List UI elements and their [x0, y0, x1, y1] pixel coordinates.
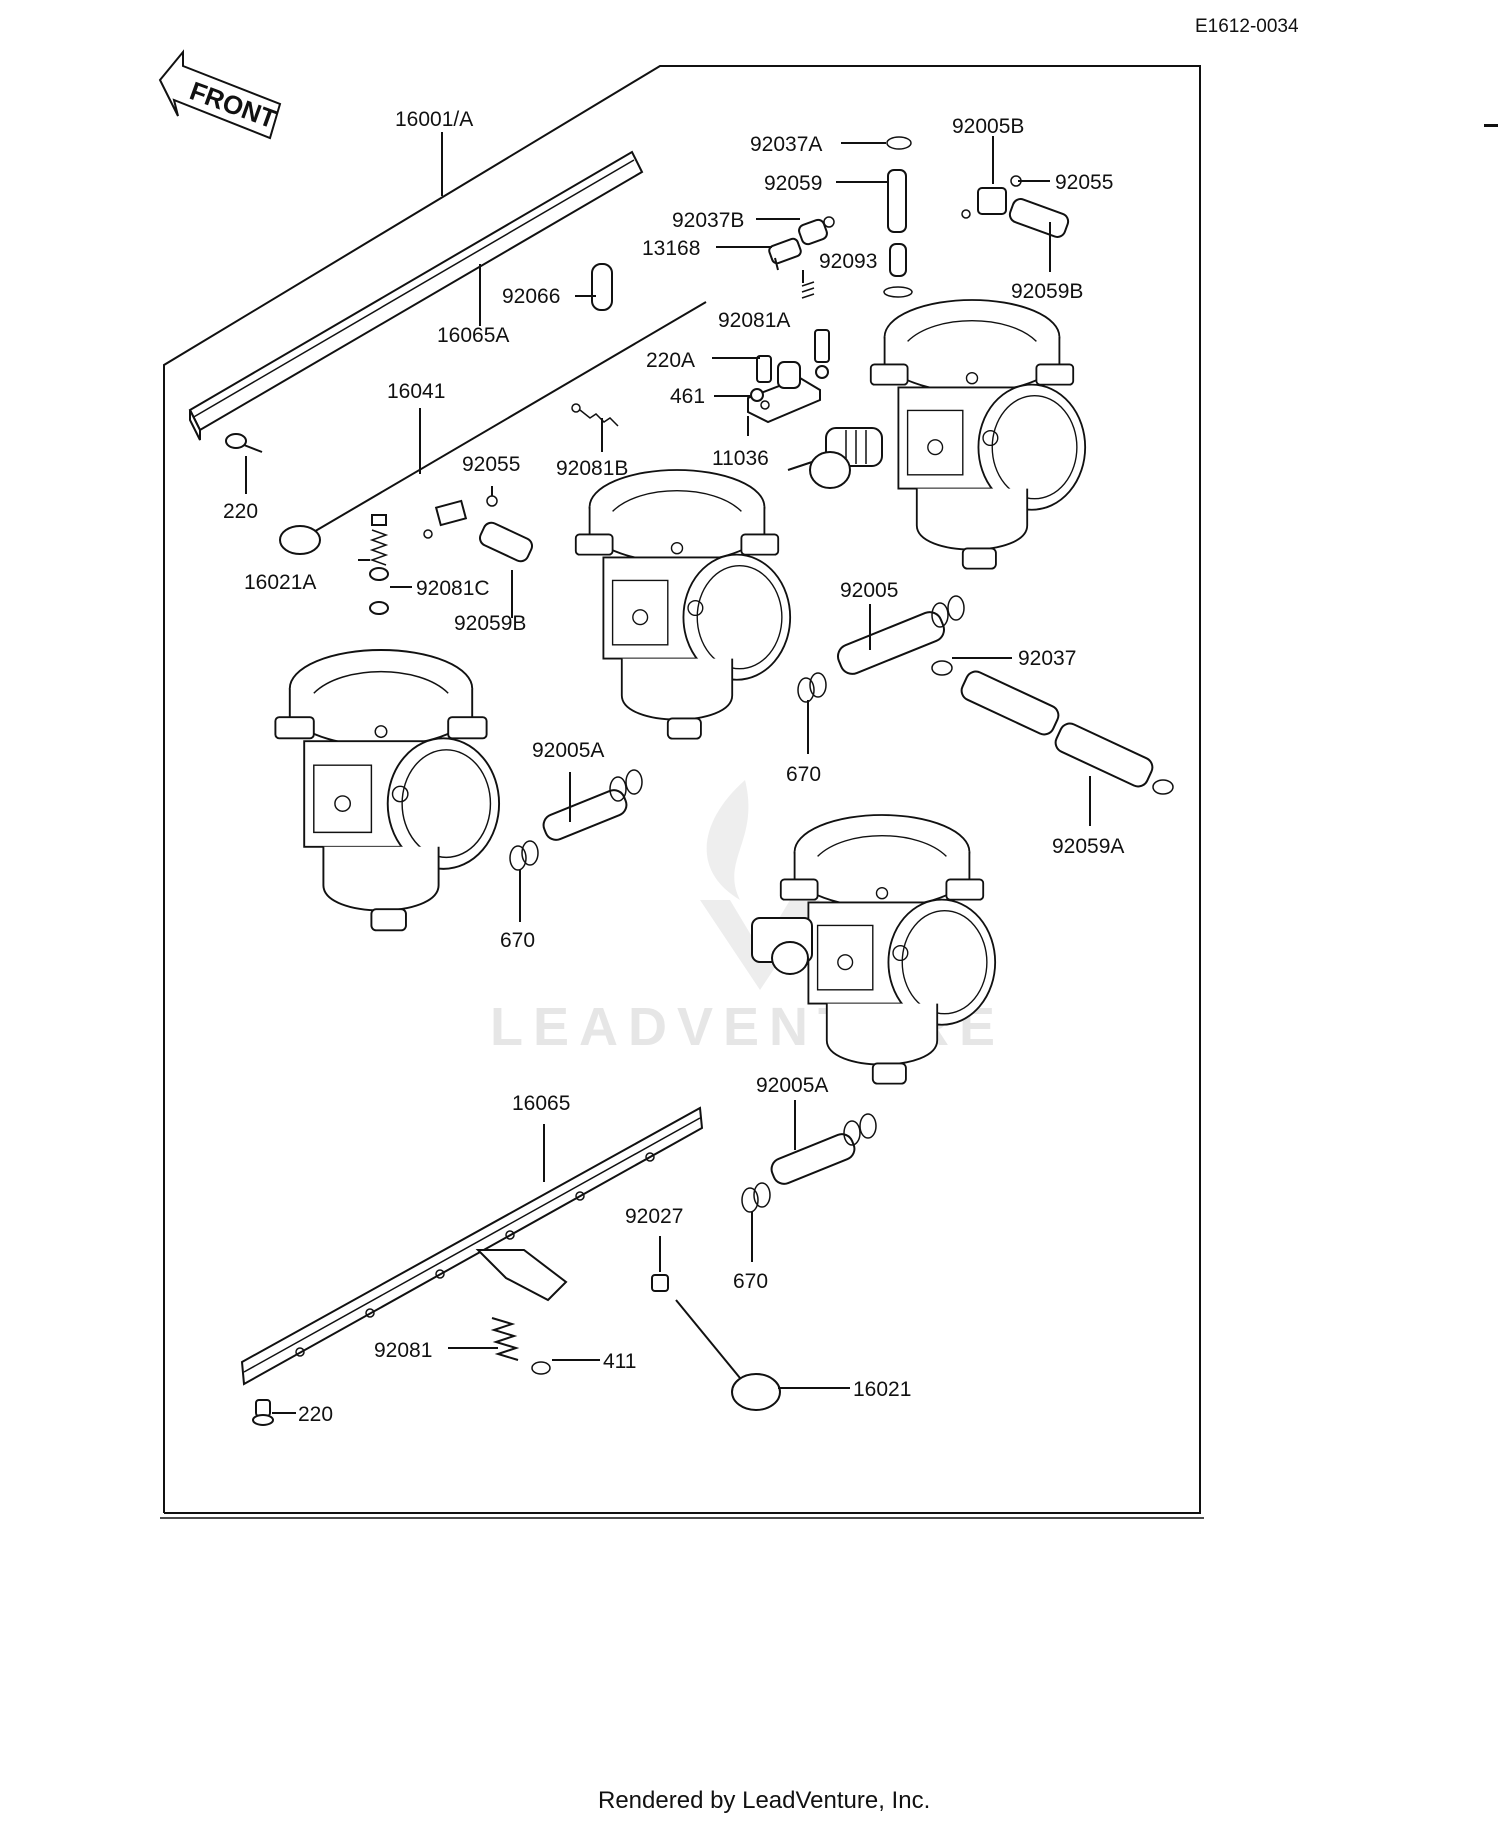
callout-92005B: 92005B — [952, 115, 1024, 138]
carburetor-1 — [274, 649, 501, 932]
joint-pipe-92005 — [797, 595, 965, 703]
diagram-code: E1612-0034 — [1195, 16, 1299, 37]
callout-461: 461 — [670, 385, 705, 408]
leader-lines — [245, 132, 1091, 1414]
screw-220-bottom — [252, 1399, 274, 1426]
edge-mark — [1484, 124, 1498, 127]
callout-92059A: 92059A — [1052, 835, 1124, 858]
bracket-16065 — [240, 1106, 704, 1386]
callout-670-low: 670 — [733, 1270, 768, 1293]
nut-92027 — [651, 1274, 669, 1292]
callout-92059B-left: 92059B — [454, 612, 526, 635]
clip-92037A — [886, 136, 912, 150]
diagram-frame — [163, 65, 1201, 1514]
callout-92055-right: 92055 — [1055, 171, 1113, 194]
throttle-link-bar-16065A — [188, 150, 644, 441]
pin-92066 — [591, 263, 613, 311]
screw-220-top — [225, 433, 263, 453]
spring-92081C — [369, 514, 389, 615]
bracket-13168 — [768, 237, 802, 271]
callout-220-top: 220 — [223, 500, 258, 523]
fitting-92055-left — [423, 495, 498, 539]
carb-4-lever — [751, 917, 813, 975]
callout-220A: 220A — [646, 349, 695, 372]
callout-92037B: 92037B — [672, 209, 744, 232]
hose-92059B-left — [478, 521, 534, 563]
callout-11036: 11036 — [712, 447, 769, 470]
callout-92059B-right: 92059B — [1011, 280, 1083, 303]
callout-92081C: 92081C — [416, 577, 490, 600]
callout-16065A: 16065A — [437, 324, 509, 347]
callout-92037: 92037 — [1018, 647, 1076, 670]
footer-credit: Rendered by LeadVenture, Inc. — [598, 1787, 930, 1814]
callout-13168: 13168 — [642, 237, 700, 260]
joint-pipe-92005A-left — [509, 769, 643, 871]
callout-16021A: 16021A — [244, 571, 316, 594]
callout-411: 411 — [603, 1350, 636, 1373]
fitting-92005B — [961, 175, 1022, 219]
callout-92066: 92066 — [502, 285, 560, 308]
clip-92037 — [931, 660, 953, 676]
callout-92093: 92093 — [819, 250, 877, 273]
callout-92081A: 92081A — [718, 309, 790, 332]
carburetor-2 — [574, 469, 792, 740]
callout-labels: 16001/A 16065A 92066 16041 220 92055 160… — [223, 108, 1124, 1426]
hose-92059A — [960, 670, 1174, 795]
callout-16021: 16021 — [853, 1378, 911, 1401]
callout-92081B: 92081B — [556, 457, 628, 480]
idle-screw-16021 — [675, 1299, 781, 1411]
joint-pipe-92005A-low — [741, 1113, 877, 1213]
callout-92005A-left: 92005A — [532, 739, 604, 762]
carb-3-spring — [787, 427, 883, 489]
cap-92037B — [798, 216, 835, 246]
plate-11036 — [747, 361, 829, 424]
callout-16041: 16041 — [387, 380, 445, 403]
callout-220-bottom: 220 — [298, 1403, 333, 1426]
callout-92005: 92005 — [840, 579, 898, 602]
callout-16065: 16065 — [512, 1092, 570, 1115]
callout-16001A: 16001/A — [395, 108, 473, 131]
callout-92027: 92027 — [625, 1205, 683, 1228]
callout-92005A-low: 92005A — [756, 1074, 828, 1097]
callout-92081: 92081 — [374, 1339, 432, 1362]
spring-92081 — [490, 1317, 520, 1361]
spring-92081B — [571, 403, 619, 427]
tube-92059 — [883, 169, 913, 298]
callout-92055-left: 92055 — [462, 453, 520, 476]
front-arrow-label: FRONT — [186, 75, 281, 134]
washer-411 — [531, 1361, 551, 1375]
callout-670-left: 670 — [500, 929, 535, 952]
hose-92059B-right — [1008, 198, 1070, 238]
choke-shaft-16041 — [279, 301, 707, 555]
carburetor-3 — [869, 299, 1087, 570]
front-arrow-icon: FRONT — [158, 49, 282, 140]
callout-92059: 92059 — [764, 172, 822, 195]
callout-670-mid: 670 — [786, 763, 821, 786]
bolts-220A — [756, 329, 830, 383]
callout-92037A: 92037A — [750, 133, 822, 156]
spring-92081A — [801, 281, 815, 299]
